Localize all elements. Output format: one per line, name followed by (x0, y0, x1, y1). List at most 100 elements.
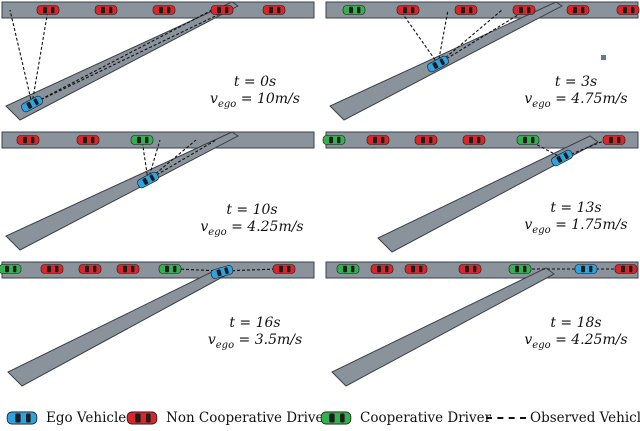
observation-lines (399, 9, 527, 65)
non-cooperative-car (40, 264, 64, 274)
time-label: t = 16s (229, 315, 281, 331)
observation-line (399, 9, 439, 65)
merge-ramp (331, 267, 555, 387)
cooperative-car (322, 135, 346, 145)
panel-t0-caption: t = 0s vego = 10m/s (196, 74, 314, 113)
panel-t13-caption: t = 13s vego = 1.75m/s (514, 200, 638, 239)
ego-vehicle-car (210, 265, 234, 279)
merge-ramp (7, 267, 229, 387)
time-label: t = 18s (550, 315, 602, 331)
observation-line (31, 9, 49, 105)
marker-square (601, 55, 606, 60)
panel-t0-scene (1, 1, 315, 121)
observation-line (31, 9, 229, 105)
ego-vehicle-car (137, 171, 159, 189)
green-car-icon (320, 411, 352, 425)
ego-speed-label: vego = 10m/s (210, 91, 300, 110)
cooperative-car (516, 135, 540, 145)
red-car-icon (126, 411, 158, 425)
ego-speed-label: vego = 3.5m/s (207, 332, 303, 351)
panel-t3-caption: t = 3s vego = 4.75m/s (514, 74, 638, 113)
non-cooperative-car (602, 135, 626, 145)
panel-t16: t = 16s vego = 3.5m/s (0, 260, 316, 388)
observation-line (9, 9, 33, 105)
legend: Ego Vehicle Non Cooperative Driver Coope… (0, 405, 640, 431)
non-cooperative-car (414, 135, 438, 145)
ego-vehicle-car (574, 264, 598, 274)
legend-label-non-cooperative: Non Cooperative Driver (166, 410, 330, 426)
non-cooperative-car (404, 264, 428, 274)
cooperative-car (342, 5, 366, 15)
panel-t0: t = 0s vego = 10m/s (0, 0, 316, 128)
non-cooperative-car (566, 5, 590, 15)
observation-line (31, 9, 213, 105)
non-cooperative-car (116, 264, 140, 274)
time-label: t = 0s (233, 74, 277, 90)
blue-car-icon (6, 411, 38, 425)
panel-t10-caption: t = 10s vego = 4.25m/s (190, 202, 314, 241)
non-cooperative-car (152, 5, 176, 15)
ego-speed-label: vego = 4.75m/s (524, 91, 628, 110)
legend-item-ego: Ego Vehicle (2, 405, 126, 431)
observation-line (147, 139, 217, 181)
legend-item-non-cooperative: Non Cooperative Driver (122, 405, 330, 431)
non-cooperative-car (454, 5, 478, 15)
non-cooperative-car (16, 135, 40, 145)
non-cooperative-car (396, 5, 420, 15)
observation-line (221, 268, 279, 272)
observation-line (175, 268, 223, 272)
legend-label-cooperative: Cooperative Driver (360, 410, 492, 426)
non-cooperative-car (272, 264, 296, 274)
legend-item-cooperative: Cooperative Driver (316, 405, 491, 431)
observation-line (141, 139, 149, 181)
ego-speed-label: vego = 4.25m/s (524, 332, 628, 351)
non-cooperative-car (94, 5, 118, 15)
ego-speed-label: vego = 1.75m/s (524, 217, 628, 236)
non-cooperative-car (262, 5, 286, 15)
merge-ramp (5, 1, 239, 121)
non-cooperative-car (614, 264, 638, 274)
observation-line (437, 9, 503, 65)
dashed-line-icon (486, 417, 526, 419)
time-label: t = 10s (226, 202, 278, 218)
panel-t18-caption: t = 18s vego = 4.25m/s (514, 315, 638, 354)
observation-line (437, 9, 527, 65)
non-cooperative-car (366, 135, 390, 145)
ego-speed-label: vego = 4.25m/s (200, 219, 304, 238)
cooperative-car (158, 264, 182, 274)
panel-t3: t = 3s vego = 4.75m/s (324, 0, 640, 128)
cooperative-car (336, 264, 360, 274)
legend-label-observed: Observed Vehicles (530, 410, 640, 426)
non-cooperative-car (616, 5, 640, 15)
observation-lines (9, 9, 229, 105)
cooperative-car (0, 264, 22, 274)
panel-t10: t = 10s vego = 4.25m/s (0, 130, 316, 258)
non-cooperative-car (462, 135, 486, 145)
cooperative-car (508, 264, 532, 274)
panel-t16-scene (0, 261, 315, 387)
time-label: t = 13s (550, 200, 602, 216)
non-cooperative-car (512, 5, 536, 15)
panel-t13: t = 13s vego = 1.75m/s (322, 130, 640, 258)
non-cooperative-car (210, 5, 234, 15)
non-cooperative-car (458, 264, 482, 274)
panel-t3-scene (325, 1, 640, 121)
legend-item-observed: Observed Vehicles (486, 405, 640, 431)
panel-t18: t = 18s vego = 4.25m/s (324, 260, 640, 388)
main-road (325, 261, 639, 279)
non-cooperative-car (78, 264, 102, 274)
panel-t10-scene (1, 131, 315, 251)
observation-line (437, 9, 449, 65)
non-cooperative-car (370, 264, 394, 274)
ego-vehicle-car (21, 95, 43, 113)
observation-lines (175, 268, 279, 272)
merge-ramp (377, 135, 599, 253)
panel-t18-scene (325, 261, 639, 387)
non-cooperative-car (36, 5, 60, 15)
non-cooperative-car (76, 135, 100, 145)
cooperative-car (130, 135, 154, 145)
legend-label-ego: Ego Vehicle (46, 410, 127, 426)
observation-line (147, 139, 161, 181)
ego-vehicle-car (427, 55, 449, 73)
